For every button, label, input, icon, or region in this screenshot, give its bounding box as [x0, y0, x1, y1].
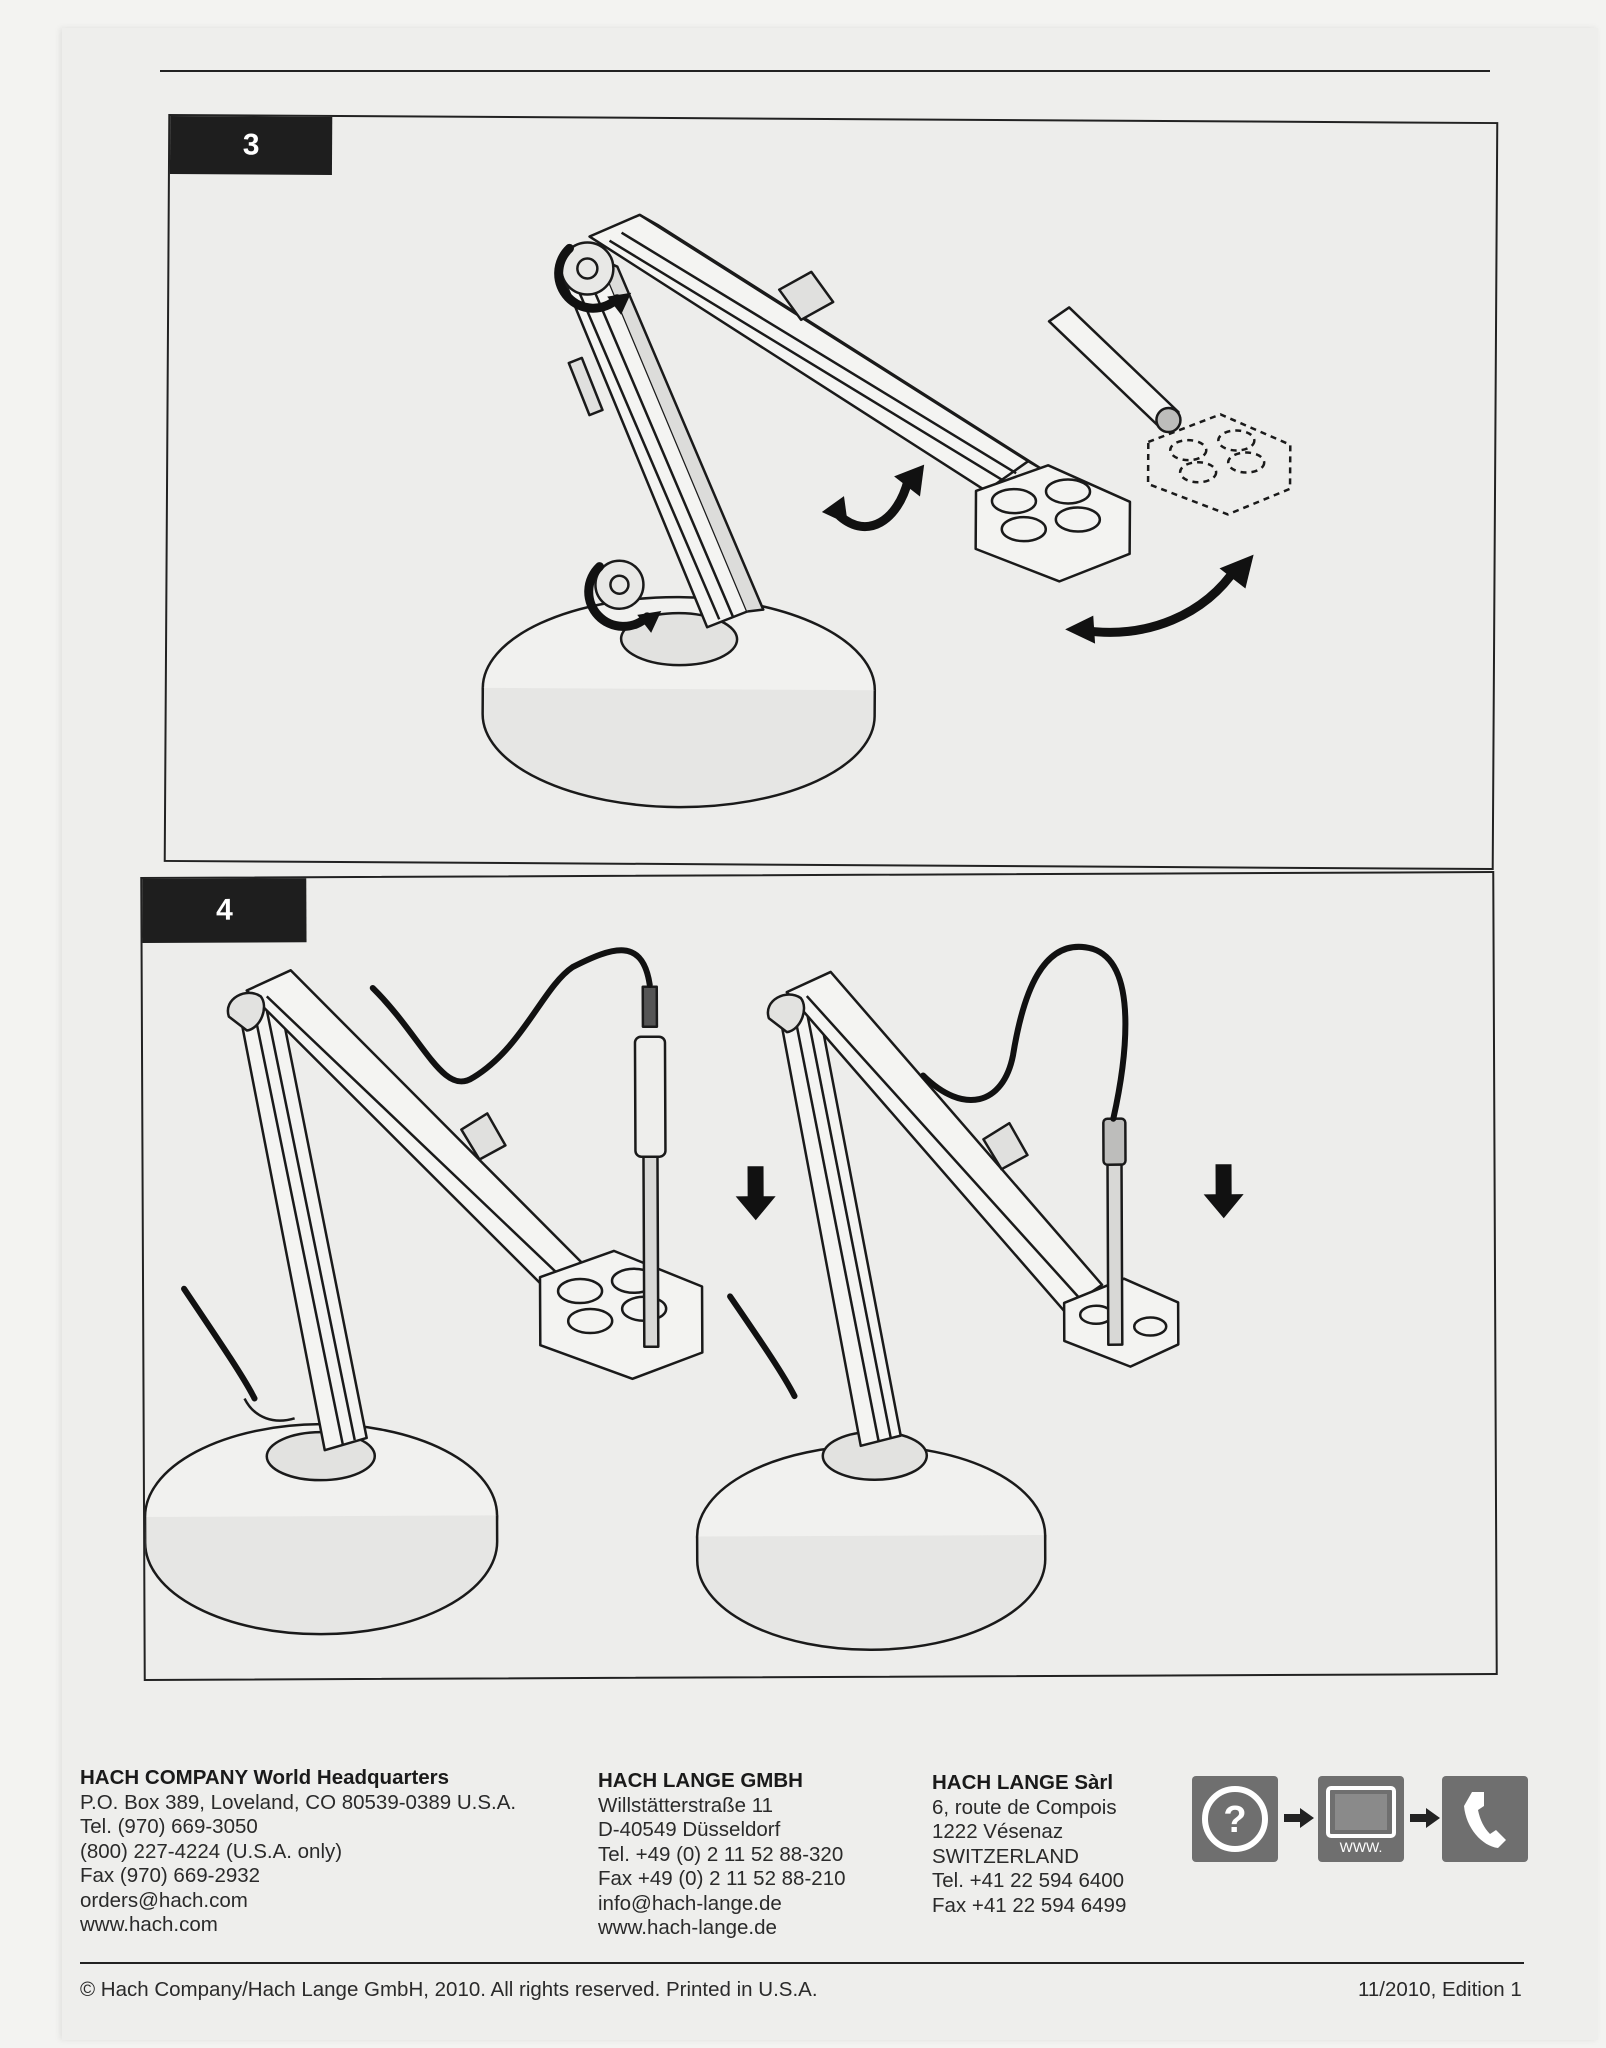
address-line: D-40549 Düsseldorf: [598, 1818, 781, 1841]
arrow-right-icon: [1284, 1808, 1314, 1828]
svg-text:?: ?: [1223, 1799, 1246, 1841]
address-website: www.hach-lange.de: [598, 1916, 777, 1939]
left-probe-cable: [369, 947, 653, 1085]
address-heading: HACH COMPANY World Headquarters: [80, 1766, 450, 1789]
left-probe: [633, 985, 667, 1349]
left-stand: [143, 969, 704, 1636]
swing-arrow-middle: [835, 475, 913, 531]
address-line: Fax +49 (0) 2 11 52 88-210: [598, 1867, 846, 1890]
edition-label: 11/2010, Edition 1: [1358, 1978, 1522, 2001]
address-hach-lange-gmbh: HACH LANGE GMBH Willstätterstraße 11 D-4…: [598, 1769, 846, 1941]
step-4-panel: 4: [140, 871, 1498, 1681]
address-line: Fax +41 22 594 6499: [932, 1893, 1127, 1917]
insert-arrows: [735, 1164, 1244, 1221]
probe-cables: [181, 943, 1129, 1402]
swing-arrow-holder: [1074, 563, 1241, 637]
step-4-illustration: [143, 943, 1244, 1652]
address-line: Fax (970) 669-2932: [80, 1864, 261, 1887]
address-line: Willstätterstraße 11: [598, 1793, 774, 1817]
right-probe: [1102, 1117, 1127, 1346]
www-label: WWW.: [1340, 1839, 1383, 1855]
right-probe-cable: [920, 943, 1129, 1122]
knob-lower: [594, 559, 645, 610]
rotate-arrow-lower: [584, 562, 652, 631]
rotate-arrow-upper: [554, 243, 622, 313]
stand-base-disc: [481, 595, 877, 809]
insert-arrow-right: [1203, 1164, 1244, 1219]
arrow-right-icon: [1410, 1808, 1440, 1828]
arrow-heads: [607, 292, 1254, 644]
address-email: orders@hach.com: [80, 1888, 248, 1912]
address-line: 1222 Vésenaz: [932, 1820, 1064, 1843]
right-power-cable: [727, 1293, 798, 1400]
phone-icon: [1442, 1776, 1528, 1862]
stand-column: [558, 257, 765, 629]
rotation-arrows: [554, 243, 1241, 637]
address-line: Tel. +41 22 594 6400: [932, 1869, 1125, 1892]
help-icons-strip: ? WWW.: [1192, 1772, 1528, 1868]
stand-arm: [588, 213, 1044, 493]
right-stand: [695, 970, 1180, 1652]
address-hach-lange-sarl: HACH LANGE Sàrl 6, route de Compois 1222…: [932, 1771, 1126, 1918]
step-3-panel: 3: [163, 113, 1499, 871]
electrode-holder: [974, 464, 1132, 583]
address-heading: HACH LANGE GMBH: [598, 1769, 803, 1792]
insert-arrow-left: [735, 1166, 776, 1221]
address-line: P.O. Box 389, Loveland, CO 80539-0389 U.…: [80, 1790, 517, 1814]
address-website: www.hach.com: [80, 1913, 218, 1936]
address-line: SWITZERLAND: [932, 1844, 1079, 1868]
knob-upper: [560, 241, 615, 296]
address-hach-company-hq: HACH COMPANY World Headquarters P.O. Box…: [80, 1766, 516, 1938]
www-monitor-icon: WWW.: [1318, 1776, 1404, 1862]
address-line: Tel. +49 (0) 2 11 52 88-320: [598, 1842, 844, 1866]
address-heading: HACH LANGE Sàrl: [932, 1771, 1114, 1794]
step-3-illustration: [481, 213, 1292, 809]
copyright-notice: © Hach Company/Hach Lange GmbH, 2010. Al…: [80, 1978, 818, 2001]
address-line: 6, route de Compois: [932, 1795, 1117, 1819]
address-line: Tel. (970) 669-3050: [80, 1815, 258, 1838]
left-power-cable: [181, 1285, 258, 1402]
alt-arm-segment: [1047, 306, 1182, 434]
top-rule: [160, 70, 1490, 72]
bottom-rule: [80, 1962, 1524, 1964]
question-icon: ?: [1192, 1776, 1278, 1862]
address-line: (800) 227-4224 (U.S.A. only): [80, 1839, 343, 1863]
address-email: info@hach-lange.de: [598, 1891, 782, 1915]
alt-holder-dashed: [1146, 413, 1292, 516]
